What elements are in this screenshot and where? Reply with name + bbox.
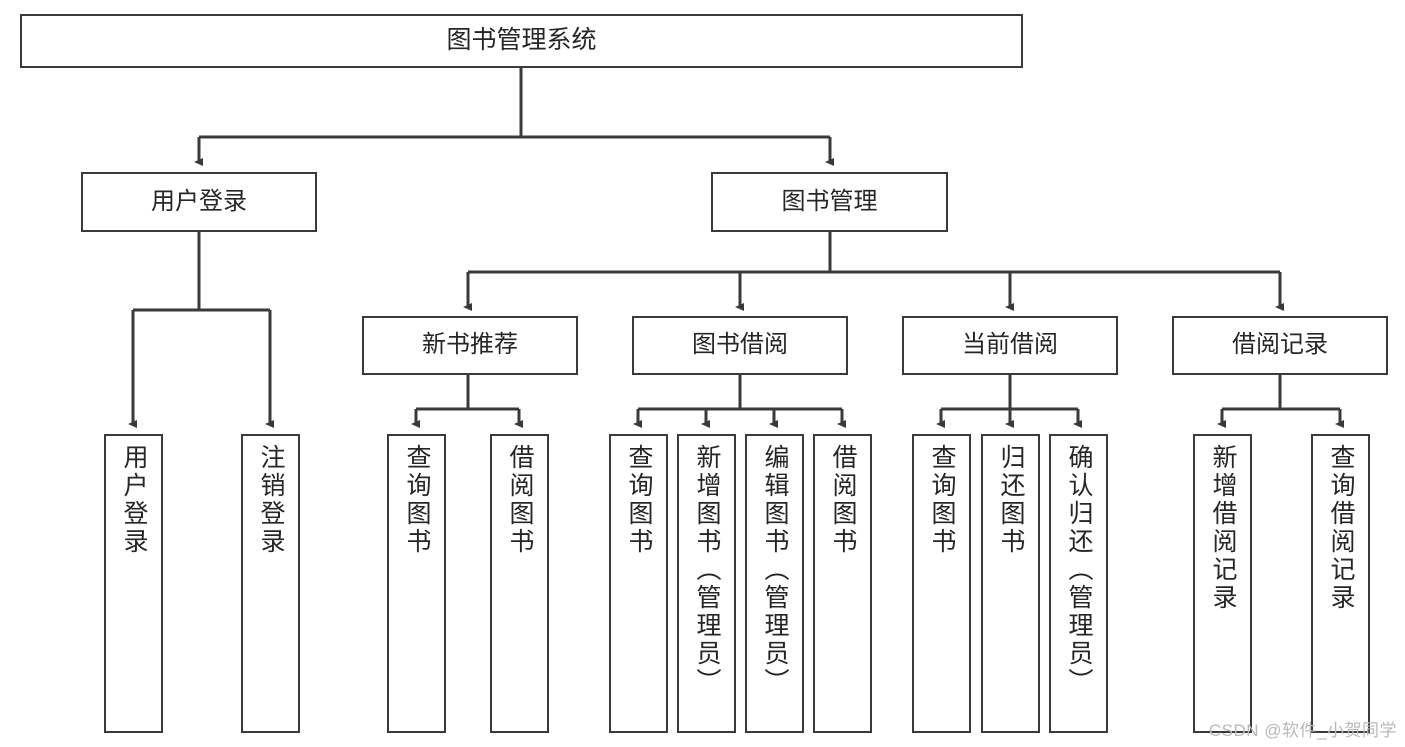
node-book-borrow[interactable]: 图书借阅 xyxy=(632,316,848,375)
node-label: 用户登录 xyxy=(120,444,148,556)
leaf-borrow-record-add[interactable]: 新增借阅记录 xyxy=(1193,434,1252,733)
node-current-borrow[interactable]: 当前借阅 xyxy=(902,316,1118,375)
node-book-management[interactable]: 图书管理 xyxy=(711,172,948,232)
node-borrow-record[interactable]: 借阅记录 xyxy=(1172,316,1388,375)
leaf-current-borrow-query[interactable]: 查询图书 xyxy=(912,434,971,733)
node-new-book-recommend[interactable]: 新书推荐 xyxy=(362,316,578,375)
node-label: 查询图书 xyxy=(625,444,653,556)
leaf-new-book-borrow[interactable]: 借阅图书 xyxy=(490,434,549,733)
leaf-new-book-query[interactable]: 查询图书 xyxy=(387,434,446,733)
node-label: 图书借阅 xyxy=(692,331,788,359)
leaf-user-login-login[interactable]: 用户登录 xyxy=(104,434,163,733)
node-label: 确认归还（管理员） xyxy=(1065,444,1093,696)
node-label: 编辑图书（管理员） xyxy=(761,444,789,696)
node-label: 图书管理系统 xyxy=(446,26,597,55)
node-label: 查询图书 xyxy=(928,444,956,556)
node-label: 查询图书 xyxy=(403,444,431,556)
node-label: 新增图书（管理员） xyxy=(693,444,721,696)
node-label: 借阅图书 xyxy=(829,444,857,556)
node-label: 注销登录 xyxy=(257,444,285,556)
node-label: 借阅图书 xyxy=(506,444,534,556)
leaf-book-borrow-edit[interactable]: 编辑图书（管理员） xyxy=(745,434,804,733)
leaf-borrow-record-query[interactable]: 查询借阅记录 xyxy=(1311,434,1370,733)
node-user-login[interactable]: 用户登录 xyxy=(81,172,317,232)
node-root-system[interactable]: 图书管理系统 xyxy=(20,14,1023,68)
leaf-user-login-logout[interactable]: 注销登录 xyxy=(241,434,300,733)
csdn-watermark: CSDN @软件_小贺同学 xyxy=(1208,721,1397,740)
leaf-book-borrow-borrow[interactable]: 借阅图书 xyxy=(813,434,872,733)
node-label: 当前借阅 xyxy=(962,331,1058,359)
node-label: 归还图书 xyxy=(997,444,1025,556)
node-label: 借阅记录 xyxy=(1232,331,1328,359)
leaf-current-borrow-confirm[interactable]: 确认归还（管理员） xyxy=(1049,434,1108,733)
node-label: 用户登录 xyxy=(151,187,247,215)
leaf-book-borrow-query[interactable]: 查询图书 xyxy=(609,434,668,733)
node-label: 新增借阅记录 xyxy=(1209,444,1237,612)
node-label: 新书推荐 xyxy=(422,331,518,359)
node-label: 查询借阅记录 xyxy=(1327,444,1355,612)
node-label: 图书管理 xyxy=(781,187,878,215)
leaf-book-borrow-add[interactable]: 新增图书（管理员） xyxy=(677,434,736,733)
leaf-current-borrow-return[interactable]: 归还图书 xyxy=(981,434,1040,733)
